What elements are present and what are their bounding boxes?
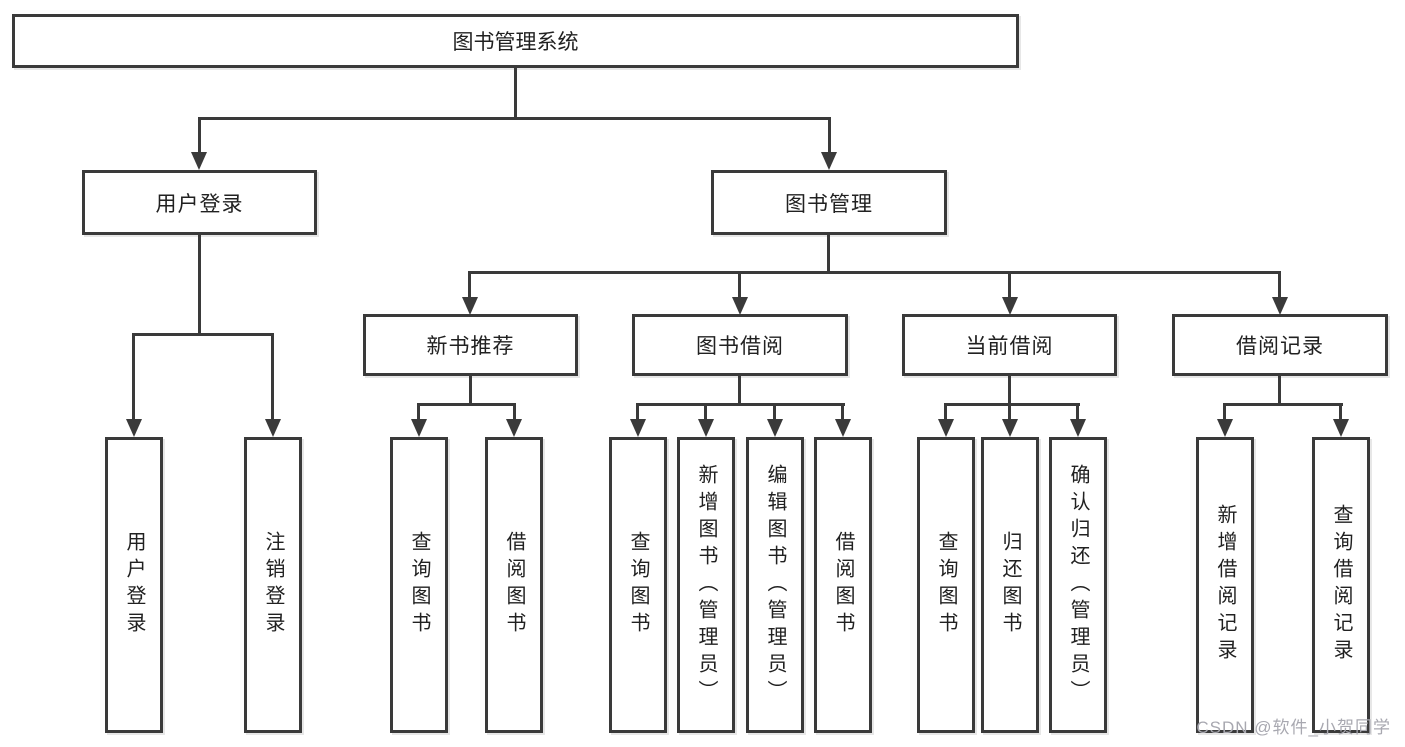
arrow-down-icon bbox=[411, 419, 427, 437]
connector-drop bbox=[1278, 271, 1281, 299]
connector-drop bbox=[738, 271, 741, 299]
connector-level3-rail bbox=[468, 271, 1281, 274]
leaf-label: 借阅图书 bbox=[503, 531, 525, 639]
arrow-down-icon bbox=[1333, 419, 1349, 437]
arrow-down-icon bbox=[821, 152, 837, 170]
connector-drop bbox=[271, 333, 274, 421]
node-root: 图书管理系统 bbox=[12, 14, 1019, 68]
connector-drop bbox=[1339, 403, 1342, 421]
arrow-down-icon bbox=[1002, 297, 1018, 315]
connector-rail bbox=[417, 403, 516, 406]
arrow-down-icon bbox=[265, 419, 281, 437]
leaf-label: 归还图书 bbox=[999, 531, 1021, 639]
connector-root-stem bbox=[514, 67, 517, 119]
leaf-label: 新增图书（管理员） bbox=[695, 463, 717, 707]
connector-drop bbox=[1223, 403, 1226, 421]
watermark: CSDN @软件_小贺同学 bbox=[1196, 718, 1391, 737]
connector-drop bbox=[468, 271, 471, 299]
connector-drop bbox=[132, 333, 135, 421]
leaf-label: 新增借阅记录 bbox=[1214, 504, 1236, 666]
arrow-down-icon bbox=[1002, 419, 1018, 437]
leaf-label: 查询图书 bbox=[935, 531, 957, 639]
arrow-down-icon bbox=[462, 297, 478, 315]
connector-drop bbox=[828, 117, 831, 154]
connector-drop bbox=[841, 403, 844, 421]
connector-userlogin-stem bbox=[198, 235, 201, 335]
leaf-label: 确认归还（管理员） bbox=[1067, 463, 1089, 707]
connector-drop bbox=[944, 403, 947, 421]
connector-drop bbox=[198, 117, 201, 154]
connector-drop bbox=[417, 403, 420, 421]
leaf-logout: 注销登录 bbox=[244, 437, 302, 733]
arrow-down-icon bbox=[506, 419, 522, 437]
leaf-query-books-current: 查询图书 bbox=[917, 437, 975, 733]
arrow-down-icon bbox=[767, 419, 783, 437]
connector-level2-rail bbox=[198, 117, 831, 120]
leaf-label: 用户登录 bbox=[123, 531, 145, 639]
connector-stem bbox=[469, 376, 472, 405]
connector-drop bbox=[1008, 403, 1011, 421]
leaf-label: 编辑图书（管理员） bbox=[764, 463, 786, 707]
leaf-label: 借阅图书 bbox=[832, 531, 854, 639]
arrow-down-icon bbox=[126, 419, 142, 437]
leaf-label: 查询图书 bbox=[408, 531, 430, 639]
arrow-down-icon bbox=[732, 297, 748, 315]
node-book-borrow: 图书借阅 bbox=[632, 314, 848, 376]
leaf-query-borrow-record: 查询借阅记录 bbox=[1312, 437, 1370, 733]
connector-stem bbox=[738, 376, 741, 405]
leaf-label: 注销登录 bbox=[262, 531, 284, 639]
node-user-login: 用户登录 bbox=[82, 170, 317, 235]
connector-drop bbox=[513, 403, 516, 421]
connector-drop bbox=[773, 403, 776, 421]
connector-drop bbox=[636, 403, 639, 421]
arrow-down-icon bbox=[698, 419, 714, 437]
leaf-confirm-return-admin: 确认归还（管理员） bbox=[1049, 437, 1107, 733]
connector-stem bbox=[1278, 376, 1281, 405]
connector-rail bbox=[1223, 403, 1343, 406]
leaf-add-book-admin: 新增图书（管理员） bbox=[677, 437, 735, 733]
connector-rail bbox=[944, 403, 1080, 406]
leaf-edit-book-admin: 编辑图书（管理员） bbox=[746, 437, 804, 733]
leaf-borrow-books: 借阅图书 bbox=[814, 437, 872, 733]
connector-drop bbox=[704, 403, 707, 421]
arrow-down-icon bbox=[835, 419, 851, 437]
node-borrow-records: 借阅记录 bbox=[1172, 314, 1388, 376]
leaf-user-login: 用户登录 bbox=[105, 437, 163, 733]
leaf-query-books-borrow: 查询图书 bbox=[609, 437, 667, 733]
leaf-label: 查询图书 bbox=[627, 531, 649, 639]
arrow-down-icon bbox=[1070, 419, 1086, 437]
connector-userlogin-rail bbox=[132, 333, 274, 336]
leaf-return-book: 归还图书 bbox=[981, 437, 1039, 733]
leaf-borrow-books-recommend: 借阅图书 bbox=[485, 437, 543, 733]
leaf-label: 查询借阅记录 bbox=[1330, 504, 1352, 666]
arrow-down-icon bbox=[191, 152, 207, 170]
connector-rail bbox=[636, 403, 845, 406]
arrow-down-icon bbox=[1272, 297, 1288, 315]
connector-drop bbox=[1076, 403, 1079, 421]
node-current-borrow: 当前借阅 bbox=[902, 314, 1117, 376]
node-new-book-recommend: 新书推荐 bbox=[363, 314, 578, 376]
arrow-down-icon bbox=[938, 419, 954, 437]
connector-stem bbox=[1008, 376, 1011, 405]
connector-bookmgmt-stem bbox=[827, 235, 830, 274]
leaf-add-borrow-record: 新增借阅记录 bbox=[1196, 437, 1254, 733]
arrow-down-icon bbox=[630, 419, 646, 437]
arrow-down-icon bbox=[1217, 419, 1233, 437]
connector-drop bbox=[1008, 271, 1011, 299]
node-book-management: 图书管理 bbox=[711, 170, 947, 235]
leaf-query-books-recommend: 查询图书 bbox=[390, 437, 448, 733]
